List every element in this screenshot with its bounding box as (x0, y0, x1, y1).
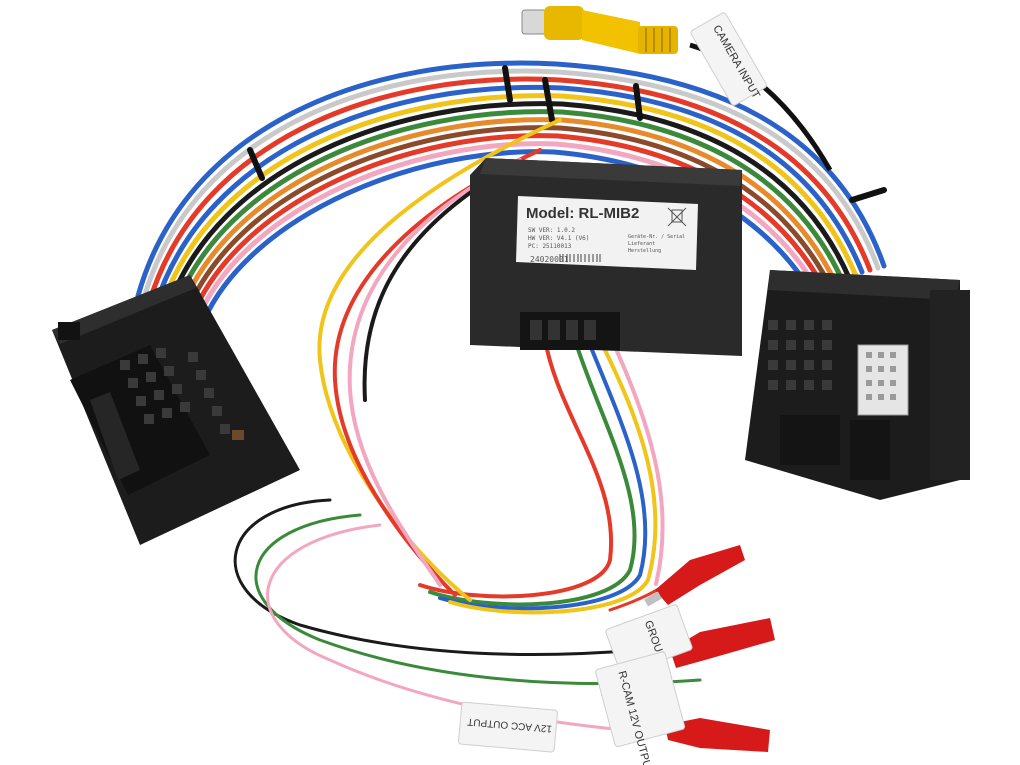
right-connector (745, 270, 970, 500)
r-cam-output-tag: R-CAM 12V OUTPUT (595, 651, 686, 765)
acc-output-tag: 12V ACC OUTPUT (458, 701, 558, 753)
spade-terminal-3 (665, 718, 770, 752)
camera-input-tag: CAMERA INPUT (690, 12, 767, 106)
wire-loom (135, 60, 887, 323)
side-line-2: Lieferant (628, 241, 655, 247)
weee-bin-icon (667, 207, 687, 227)
spade-terminal-2 (670, 618, 775, 668)
interface-module: Model: RL-MIB2 SW VER: 1.0.2 HW VER: V4.… (470, 158, 742, 356)
label-line-2: HW VER: V4.1 (V6) (528, 235, 589, 242)
barcode-icon (559, 254, 601, 262)
model-label: Model: RL-MIB2 (526, 205, 639, 222)
left-quadlock-connector (52, 275, 300, 545)
label-line-1: SW VER: 1.0.2 (528, 227, 575, 234)
lower-wire-loop (233, 118, 702, 737)
module-output-wires (418, 338, 665, 615)
serial-number: 24020001 (530, 255, 569, 264)
side-line-1: Geräte-Nr. / Serial (628, 234, 685, 240)
product-label: Model: RL-MIB2 SW VER: 1.0.2 HW VER: V4.… (516, 196, 698, 270)
side-line-3: Herstellung (628, 248, 661, 254)
label-line-3: PC: 25110013 (528, 243, 572, 250)
spade-terminal-1 (644, 545, 745, 607)
